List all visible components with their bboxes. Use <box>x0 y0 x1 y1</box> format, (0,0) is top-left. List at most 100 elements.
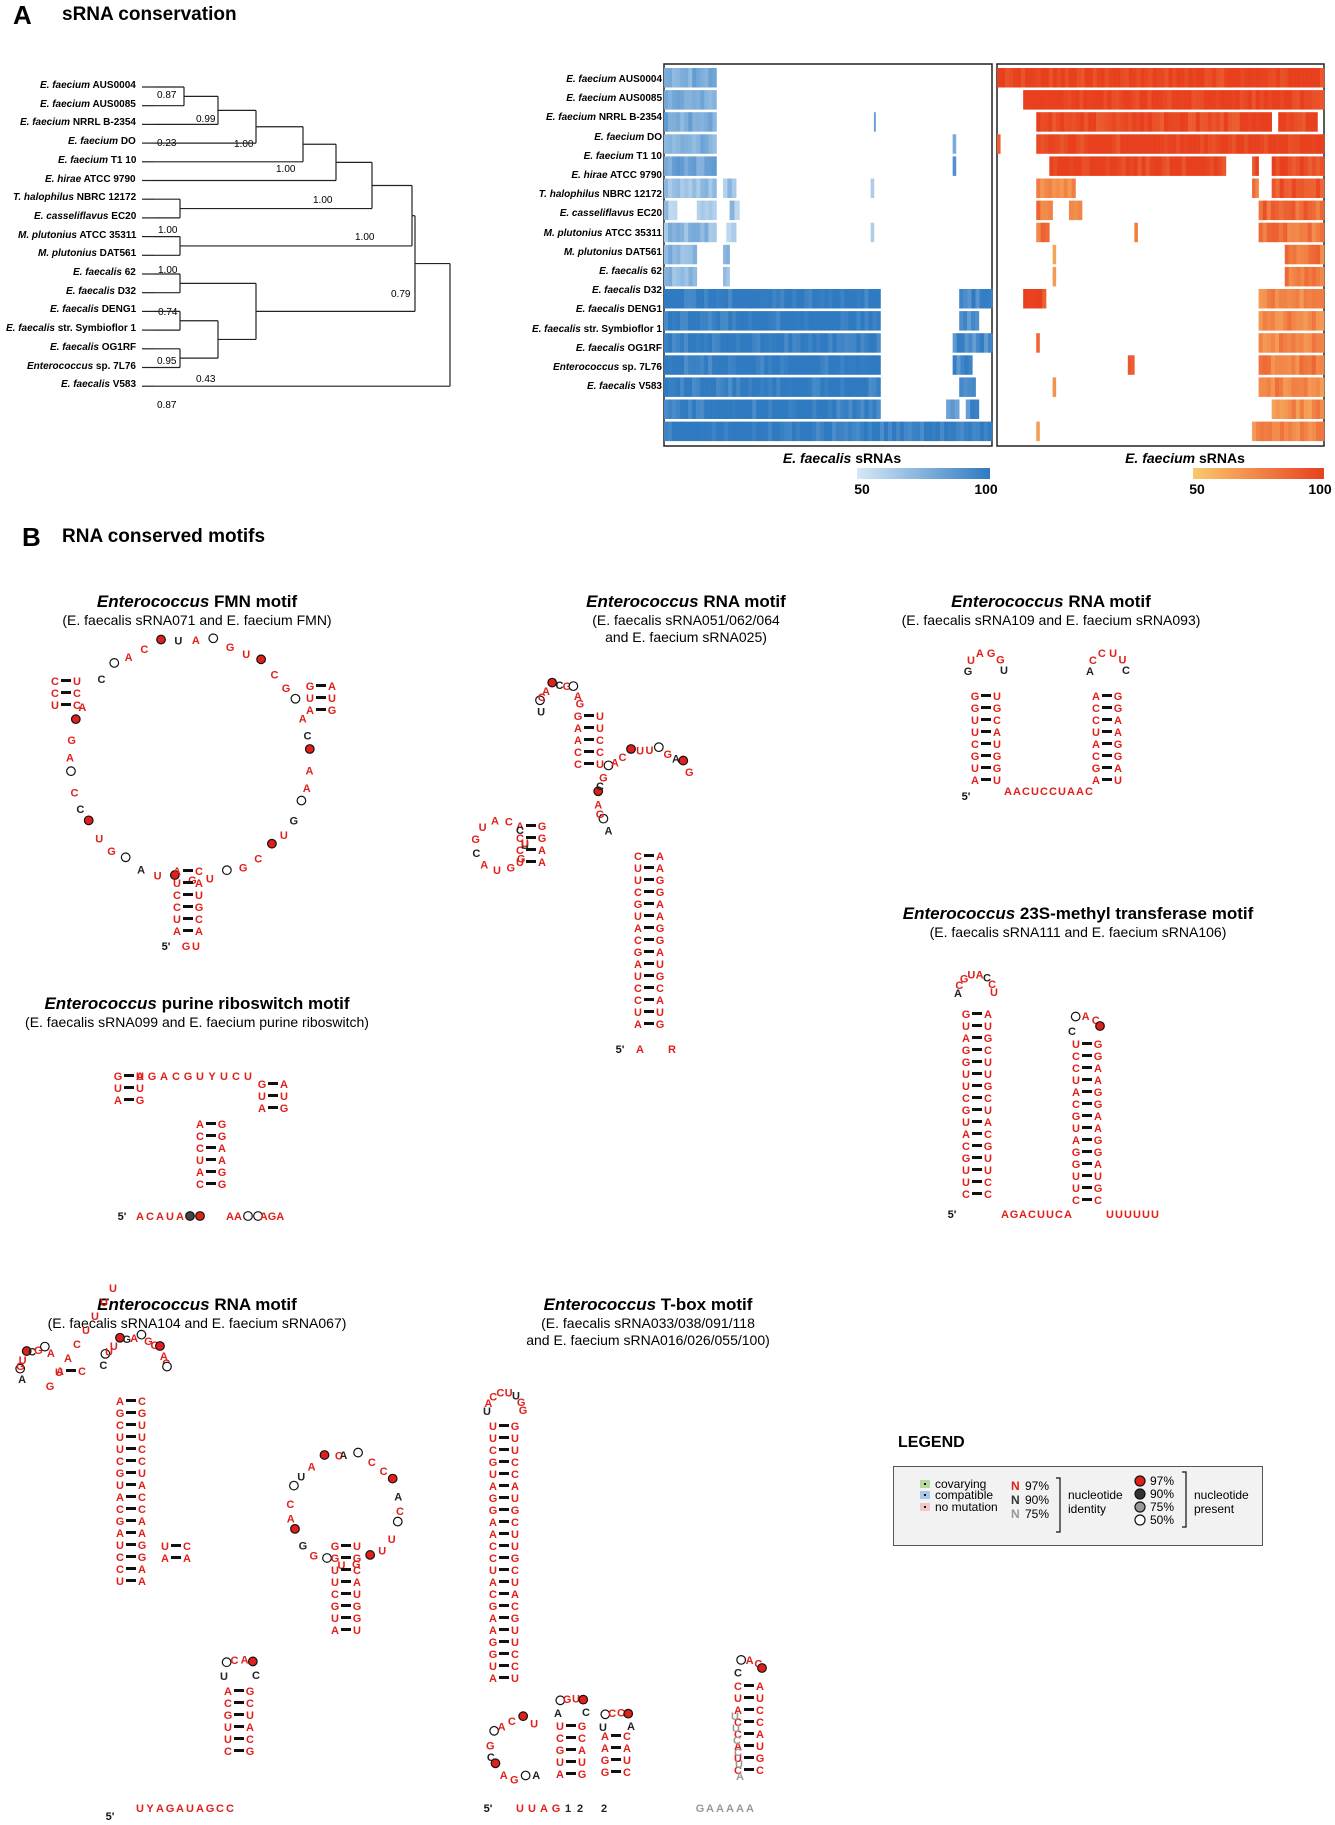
nucleotide: C <box>596 735 604 747</box>
faecalis-heatmap-cell <box>712 355 717 375</box>
faecium-heatmap-cell <box>1266 377 1272 397</box>
faecium-heatmap-cell <box>1308 68 1313 88</box>
faecalis-heatmap-cell <box>716 333 721 353</box>
fmn-main-pair <box>183 917 193 920</box>
nucleotide: G <box>489 1457 498 1469</box>
faecium-heatmap-cell <box>1311 399 1317 419</box>
faecium-heatmap-cell <box>1119 90 1124 110</box>
nucleotide: U <box>331 1613 339 1625</box>
faecalis-heatmap-cell <box>724 333 729 353</box>
faecium-heatmap-cell <box>1034 289 1039 309</box>
faecium-heatmap-cell <box>1283 200 1288 221</box>
faecium-heatmap-cell <box>1048 134 1053 154</box>
faecalis-heatmap-cell <box>731 222 737 243</box>
nucleotide: C <box>1092 715 1100 727</box>
faecium-heatmap-cell <box>1112 68 1117 88</box>
faecalis-heatmap-cell <box>740 289 745 309</box>
nucleotide: 2 <box>601 1803 607 1815</box>
faecium-heatmap-cell <box>1217 156 1223 176</box>
nucleotide: G <box>280 1103 289 1115</box>
faecalis-heatmap-cell <box>716 289 721 309</box>
faecium-heatmap-cell <box>1283 377 1288 397</box>
nucleotide: G <box>138 1408 147 1420</box>
faecalis-heatmap-cell <box>688 244 693 265</box>
faecium-heatmap-cell <box>1040 178 1045 198</box>
faecalis-heatmap-cell <box>880 421 885 442</box>
faecalis-heatmap-cell <box>873 112 876 132</box>
faecium-heatmap-cell <box>1195 90 1200 110</box>
faecalis-heatmap-cell <box>680 68 685 88</box>
faecalis-heatmap-cell <box>692 421 697 442</box>
nucleotide: A <box>218 1155 226 1167</box>
faecalis-heatmap-cell <box>792 399 797 419</box>
faecalis-heatmap-cell <box>804 333 809 353</box>
nucleotide: C <box>734 1765 742 1777</box>
rna2-left-pair <box>981 778 991 781</box>
faecalis-heatmap-cell <box>684 134 689 154</box>
nucleotide: G <box>556 1745 565 1757</box>
faecium-heatmap-cell <box>1044 178 1049 198</box>
faecalis-heatmap-cell <box>975 289 980 309</box>
nucleotide: U <box>91 1311 99 1323</box>
nucleotide: C <box>634 887 642 899</box>
faecalis-heatmap-cell <box>780 311 785 331</box>
nucleotide: A <box>116 1396 124 1408</box>
faecium-heatmap-cell <box>1311 200 1317 221</box>
faecium-heatmap-cell <box>1051 178 1057 198</box>
tbox-main-pair <box>499 1484 509 1487</box>
faecium-heatmap-cell <box>1243 112 1249 132</box>
nucleotide: G <box>226 642 235 654</box>
legend-present-90: 90% <box>1150 1487 1175 1501</box>
nucleotide: U <box>1072 1171 1080 1183</box>
faecium-heatmap-cell <box>1270 222 1276 243</box>
faecalis-heatmap-cell <box>708 90 713 110</box>
faecium-heatmap-cell <box>1300 68 1305 88</box>
t23-left-pair <box>972 1048 982 1051</box>
faecalis-heatmap-cell <box>708 200 713 221</box>
faecium-heatmap-cell <box>1060 68 1066 88</box>
tbox-s2-pair <box>566 1748 576 1751</box>
faecalis-heatmap-cell <box>876 421 881 442</box>
nucleotide: 1 <box>565 1803 571 1815</box>
nucleotide: C <box>596 747 604 759</box>
nucleotide: G <box>756 1753 765 1765</box>
nucleotide: C <box>756 1717 764 1729</box>
faecalis-heatmap-cell <box>872 399 877 419</box>
nucleotide: G <box>331 1553 340 1565</box>
nucleotide: C <box>73 1339 81 1351</box>
faecium-heatmap-cell <box>1296 421 1301 442</box>
faecalis-heatmap-cell <box>716 355 721 375</box>
faecium-heatmap-cell <box>1089 156 1094 176</box>
nucleotide: G <box>489 1637 498 1649</box>
faecalis-heatmap-cell <box>668 421 673 442</box>
faecium-heatmap-cell <box>1236 134 1241 154</box>
fmn-right-pair <box>316 684 326 687</box>
faecalis-heatmap-cell <box>712 134 717 154</box>
conservation-heatmaps <box>663 63 1325 479</box>
faecium-heatmap-cell <box>1081 156 1086 176</box>
nucleotide: U <box>530 1718 538 1730</box>
faecium-heatmap-cell <box>1270 355 1276 375</box>
faecium-heatmap-cell <box>1196 68 1201 88</box>
t23-left-pair <box>972 1168 982 1171</box>
nucleotide: U <box>511 1445 519 1457</box>
faecalis-heatmap-cell <box>812 333 817 353</box>
faecium-heatmap-cell <box>1192 134 1197 154</box>
faecium-heatmap-cell <box>1075 90 1080 110</box>
nucleotide: C <box>116 1456 124 1468</box>
legend-bracket <box>1182 1471 1187 1528</box>
faecium-heatmap-cell <box>1299 333 1304 353</box>
t23-right-pair <box>1082 1102 1092 1105</box>
nucleotide: G <box>34 1345 43 1357</box>
nucleotide: A <box>56 1366 64 1378</box>
faecium-heatmap-cell <box>1061 156 1066 176</box>
nucleotide: U <box>280 1091 288 1103</box>
faecalis-heatmap-cell <box>788 377 793 397</box>
nucleotide: U <box>242 649 250 661</box>
faecium-heatmap-cell <box>1187 112 1193 132</box>
nucleotide-circle <box>253 1211 263 1221</box>
faecium-heatmap-cell <box>1287 377 1292 397</box>
faecium-heatmap-cell <box>1155 112 1161 132</box>
faecium-heatmap-cell <box>1262 200 1268 221</box>
nucleotide: C <box>1122 665 1130 677</box>
